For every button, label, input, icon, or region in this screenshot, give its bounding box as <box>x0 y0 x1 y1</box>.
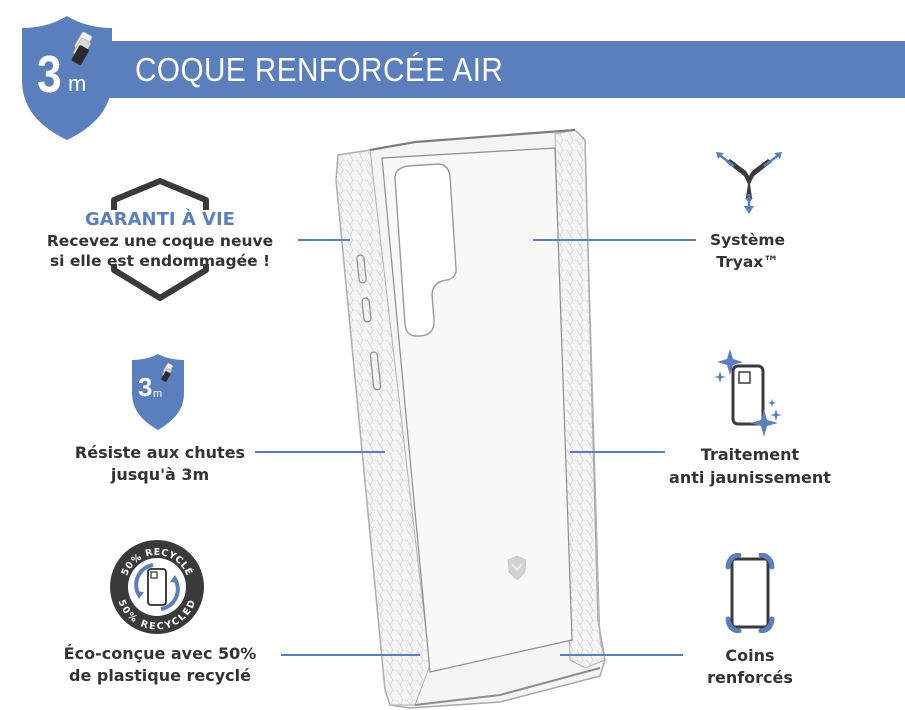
shield-3m-icon: 3 m <box>132 354 184 430</box>
connector-line-recycled <box>281 654 420 656</box>
anti-yellowing-text-line-1: Traitement <box>700 445 800 464</box>
reinforced-corners-icon <box>725 553 775 633</box>
connector-line-corners <box>560 654 683 656</box>
recycled-text-line-2: de plastique recyclé <box>68 666 251 685</box>
phone-case-image <box>335 128 606 709</box>
anti-yellowing-text-line-2: anti jaunissement <box>669 468 831 487</box>
badge-number: 3 <box>37 46 62 104</box>
svg-text:m: m <box>153 388 162 400</box>
connector-line-guarantee <box>298 239 350 241</box>
guarantee-text-line-1: Recevez une coque neuve <box>46 232 274 250</box>
corners-text-line-1: Coins <box>725 646 775 665</box>
connector-line-anti-yellowing <box>570 451 665 453</box>
shield-3m-badge-icon <box>22 16 112 140</box>
connector-line-drop <box>255 451 385 453</box>
corners-text-line-2: renforcés <box>707 668 793 687</box>
svg-text:3: 3 <box>138 372 152 402</box>
recycled-badge-icon: 50% RECYCLÉ 50% RECYCLED <box>110 540 204 634</box>
page-title: COQUE RENFORCÉE AIR <box>135 51 504 88</box>
recycled-text-line-1: Éco-conçue avec 50% <box>63 644 257 663</box>
header-banner <box>105 41 905 98</box>
drop-text-line-1: Résiste aux chutes <box>74 443 246 462</box>
guarantee-text-line-2: si elle est endommagée ! <box>49 252 271 270</box>
tryax-text-line-2: Tryax™ <box>716 253 779 271</box>
sparkle-phone-icon <box>714 349 782 437</box>
tryax-text-line-1: Système <box>709 231 786 249</box>
drop-text-line-2: jusqu'à 3m <box>110 465 210 484</box>
badge-unit: m <box>68 71 87 96</box>
connector-line-tryax <box>533 239 696 241</box>
guarantee-title: GARANTI À VIE <box>85 209 235 230</box>
shield-outline-icon <box>111 178 209 301</box>
tryax-icon <box>716 152 782 214</box>
